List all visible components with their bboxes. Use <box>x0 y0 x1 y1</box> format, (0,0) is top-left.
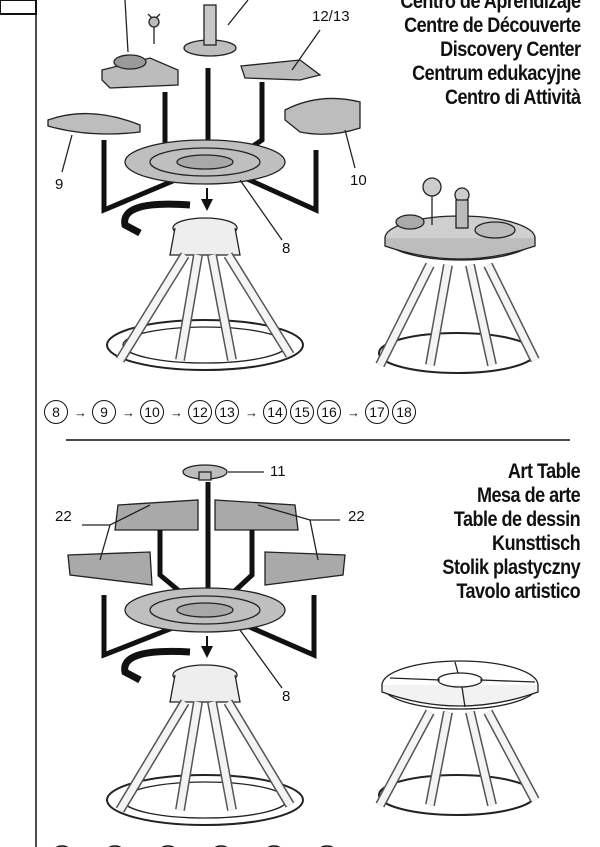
arrow-icon: → <box>347 404 360 420</box>
arrow-icon: → <box>170 404 183 420</box>
callout-10: 10 <box>350 172 367 189</box>
page-tab <box>0 0 37 15</box>
callout-22-left: 22 <box>55 508 72 525</box>
discovery-center-exploded-view <box>47 0 361 371</box>
arrow-icon: → <box>122 404 135 420</box>
title-line-it: Tavolo artistico <box>456 580 580 603</box>
art-table-title: Art Table Mesa de arte Table de dessin K… <box>442 460 580 604</box>
title-line-fr: Centre de Découverte <box>403 14 581 37</box>
callout-8-bottom: 8 <box>282 688 291 705</box>
step-13: 13 <box>215 400 239 424</box>
title-line-en: Art Table <box>507 460 581 483</box>
title-line-en: Discovery Center <box>439 38 581 61</box>
callout-8-top: 8 <box>282 240 291 257</box>
bottom-sequence-partial <box>55 845 334 847</box>
step-12: 12 <box>188 400 212 424</box>
title-line-pl: Centrum edukacyjne <box>411 62 581 85</box>
callout-22-right: 22 <box>348 508 365 525</box>
art-table-assembled <box>375 660 540 816</box>
title-line-fr: Table de dessin <box>453 508 581 531</box>
step-9: 9 <box>92 400 116 424</box>
title-line-it: Centro di Attività <box>444 86 580 109</box>
step-14: 14 <box>263 400 287 424</box>
step-10: 10 <box>140 400 164 424</box>
discovery-center-assembled <box>375 177 540 374</box>
callout-11: 11 <box>270 463 286 480</box>
art-table-exploded-view <box>67 464 346 826</box>
step-sequence: 8 → 9 → 10 → 12 13 → 14 15 16 → 17 18 <box>44 398 419 426</box>
title-line-pl: Stolik plastyczny <box>442 556 580 579</box>
callout-12-13: 12/13 <box>312 8 350 25</box>
step-17: 17 <box>365 400 389 424</box>
title-line-es: Centro de Aprendizaje <box>399 0 581 13</box>
arrow-icon: → <box>245 404 258 420</box>
title-line-es: Mesa de arte <box>476 484 581 507</box>
callout-9: 9 <box>55 176 64 193</box>
title-line-de: Kunsttisch <box>491 532 581 555</box>
step-15: 15 <box>290 400 314 424</box>
discovery-center-title: Centro de Aprendizaje Centre de Découver… <box>399 0 581 110</box>
step-8: 8 <box>44 400 68 424</box>
arrow-icon: → <box>74 404 87 420</box>
step-16: 16 <box>317 400 341 424</box>
step-18: 18 <box>392 400 416 424</box>
